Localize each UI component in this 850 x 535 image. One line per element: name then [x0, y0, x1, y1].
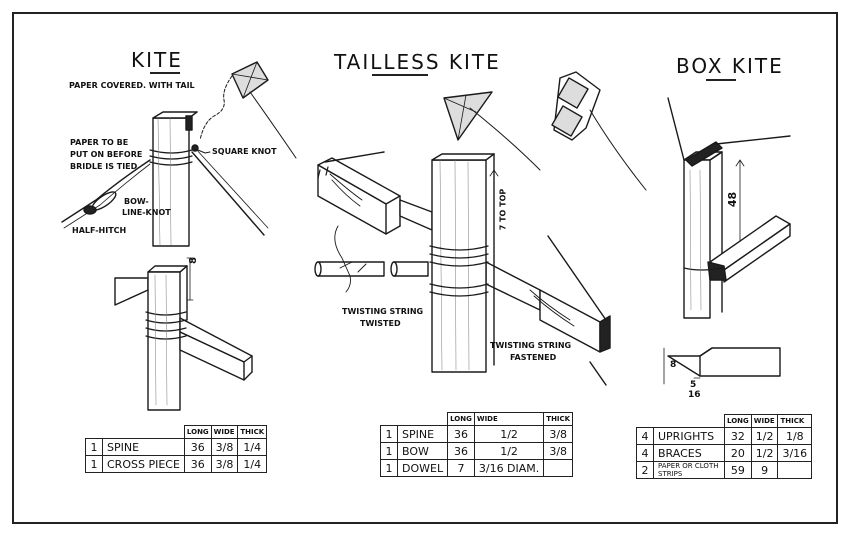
cell-thick: 1/4 [237, 455, 268, 473]
cell-long: 36 [183, 438, 212, 456]
kite-subtitle: PAPER COVERED. WITH TAIL [69, 81, 195, 90]
cell-wide: 3/8 [210, 455, 239, 473]
twisting-string-label: TWISTING STRING [342, 307, 424, 316]
cell-name: UPRIGHTS [653, 427, 725, 445]
square-knot-label: SQUARE KNOT [212, 147, 277, 156]
to-top-label: 7 TO TOP [498, 188, 508, 231]
cell-qty: 1 [380, 442, 398, 460]
box-dim-8: 8 [670, 360, 677, 370]
cell-qty: 1 [85, 455, 103, 473]
cell-wide: 9 [750, 461, 779, 479]
put-on-label: PUT ON BEFORE [70, 150, 143, 159]
box-dim-48: 48 [726, 191, 740, 208]
cell-wide: 1/2 [750, 427, 779, 445]
cell-name: SPINE [102, 438, 185, 456]
kite-title-underline [150, 72, 180, 74]
cell-qty: 4 [636, 427, 654, 445]
spine-dimension: 8 [187, 257, 199, 264]
cell-thick: 3/8 [543, 442, 574, 460]
header-wide: WIDE [473, 412, 545, 426]
cell-thick [777, 461, 813, 479]
cell-name: PAPER OR CLOTH STRIPS [653, 461, 725, 479]
box-dim-16: 16 [688, 390, 701, 400]
cell-thick: 3/8 [543, 425, 574, 443]
twisting-string-label-2: TWISTING STRING [490, 341, 572, 350]
cell-name: BRACES [653, 444, 725, 462]
cell-name: SPINE [396, 425, 449, 443]
bow-label: BOW- [124, 197, 149, 206]
kite-cross-joint [114, 257, 253, 411]
cell-wide: 1/2 [473, 442, 545, 460]
header-thick: THICK [543, 412, 574, 426]
cell-qty: 1 [85, 438, 103, 456]
header-long: LONG [447, 412, 475, 426]
cell-long: 59 [724, 461, 752, 479]
cell-name: BOW [396, 442, 449, 460]
header-long: LONG [183, 425, 212, 439]
cell-qty: 2 [636, 461, 654, 479]
cell-thick [543, 459, 574, 477]
cell-name: CROSS PIECE [102, 455, 185, 473]
line-knot-label: LINE-KNOT [122, 208, 171, 217]
twisted-label: TWISTED [360, 319, 401, 328]
tailless-kite-title: TAILLESS KITE [334, 50, 501, 74]
box-kite-icon [551, 71, 647, 191]
cell-long: 36 [447, 425, 475, 443]
header-thick: THICK [777, 414, 813, 428]
box-title-underline [706, 79, 736, 81]
fastened-label: FASTENED [510, 353, 557, 362]
cell-wide: 3/16 DIAM. [473, 459, 545, 477]
tailless-kite-joint [314, 151, 611, 386]
cell-qty: 1 [380, 425, 398, 443]
cell-wide: 1/2 [473, 425, 545, 443]
cell-long: 36 [183, 455, 212, 473]
cell-long: 20 [724, 444, 752, 462]
cell-thick: 1/8 [777, 427, 813, 445]
tailless-kite-icon [443, 91, 541, 171]
header-thick: THICK [237, 425, 268, 439]
paper-label: PAPER TO BE [70, 138, 129, 147]
cell-qty: 1 [380, 459, 398, 477]
cell-long: 36 [447, 442, 475, 460]
bridle-label: BRIDLE IS TIED [70, 162, 138, 171]
cell-long: 32 [724, 427, 752, 445]
cell-thick: 1/4 [237, 438, 268, 456]
half-hitch-label: HALF-HITCH [72, 226, 127, 235]
kite-spine-joint [61, 111, 269, 247]
box-kite-joint [663, 97, 791, 385]
box-dim-5: 5 [690, 380, 697, 390]
tailless-title-underline [372, 74, 428, 76]
header-wide: WIDE [750, 414, 779, 428]
cell-name: DOWEL [396, 459, 449, 477]
cell-wide: 3/8 [210, 438, 239, 456]
kite-flying-icon [199, 61, 297, 159]
kite-title: KITE [131, 48, 183, 72]
header-wide: WIDE [210, 425, 239, 439]
cell-wide: 1/2 [750, 444, 779, 462]
box-kite-title: BOX KITE [676, 54, 784, 78]
plate-border [12, 12, 838, 524]
cell-qty: 4 [636, 444, 654, 462]
header-long: LONG [724, 414, 752, 428]
cell-long: 7 [447, 459, 475, 477]
cell-thick: 3/16 [777, 444, 813, 462]
